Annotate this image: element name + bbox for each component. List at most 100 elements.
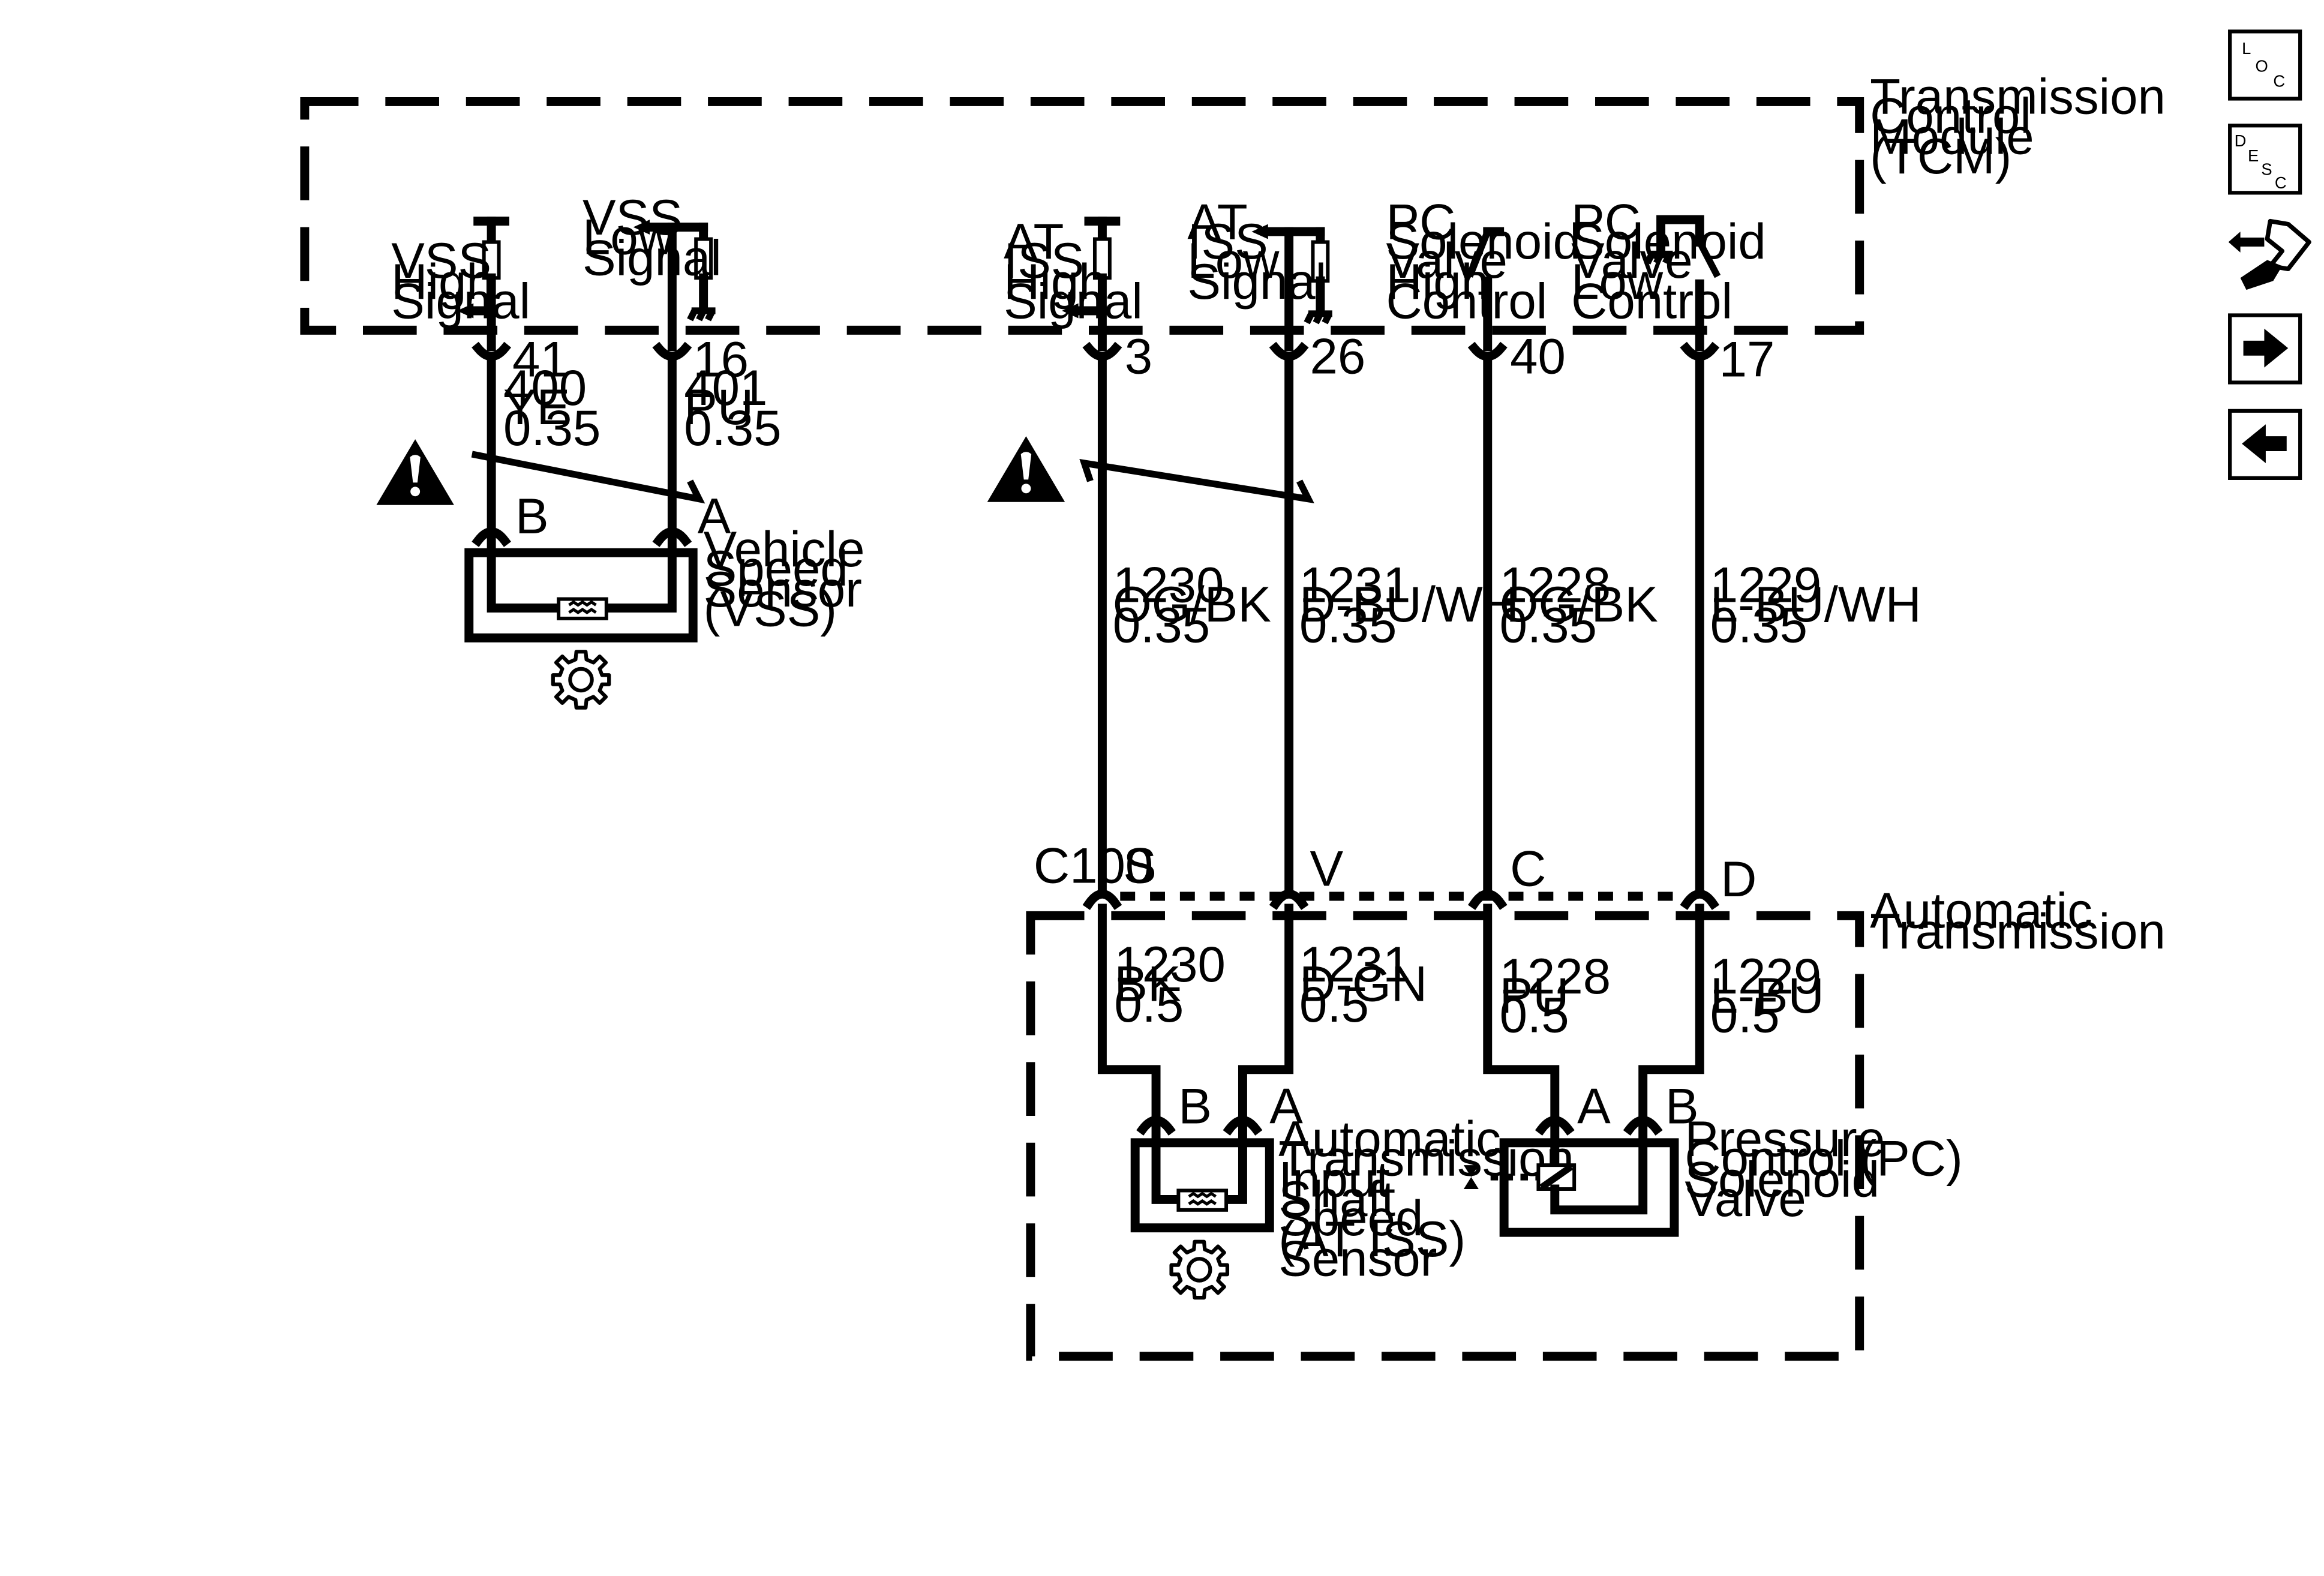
svg-text:Solenoid: Solenoid: [1571, 214, 1766, 269]
svg-text:0.35: 0.35: [1710, 598, 1807, 653]
pin-26-label: 26: [1310, 329, 1365, 385]
wire-1228-upper-label: 1228 OG/BK 0.35: [1500, 557, 1658, 653]
pc-solenoid-name: Pressure Control (PC) Solenoid Valve: [1685, 1111, 1962, 1227]
at-iss-sensor: [1130, 1116, 1274, 1298]
at-iss-pin-b-label: B: [1178, 1078, 1212, 1134]
svg-text:Input: Input: [1278, 1151, 1389, 1207]
at-iss-high-label: AT ISS High Signal: [1004, 214, 1143, 329]
svg-text:Solenoid: Solenoid: [1386, 214, 1581, 269]
wire-1230-upper-label: 1230 OG/BK 0.35: [1113, 557, 1271, 653]
svg-text:L-BU: L-BU: [1710, 968, 1824, 1023]
svg-text:L-BU/WH: L-BU/WH: [1710, 577, 1921, 632]
svg-text:VSS: VSS: [391, 233, 491, 289]
svg-text:OG/BK: OG/BK: [1113, 577, 1271, 632]
at-iss-low-label: AT ISS Low Signal: [1187, 194, 1326, 310]
svg-text:Control: Control: [1571, 273, 1733, 329]
pc-housing: [1499, 1138, 1679, 1237]
ground-icon: [1644, 250, 1673, 265]
c100-pin-c: [1467, 889, 1508, 910]
forward-button[interactable]: [2228, 313, 2302, 385]
loc-button[interactable]: L O C: [2228, 29, 2302, 101]
svg-text:Transmission: Transmission: [1870, 903, 2166, 959]
svg-text:E: E: [2248, 146, 2259, 165]
twisted-pair-marker: [1079, 458, 1314, 503]
c100-pin-s-label: S: [1123, 838, 1157, 894]
vss-pin-a-label: A: [698, 488, 731, 544]
pulldown-resistor: [1311, 240, 1330, 283]
lower-wires: [1097, 903, 1704, 1119]
svg-text:1229: 1229: [1710, 557, 1822, 613]
svg-text:0.35: 0.35: [1500, 598, 1597, 653]
at-boundary: [1026, 911, 1864, 1361]
svg-text:(TCM): (TCM): [1870, 128, 2011, 184]
svg-text:Sensor: Sensor: [1278, 1230, 1437, 1286]
at-iss-name: Automatic Transmission Input Shaft Speed…: [1278, 1111, 1574, 1286]
svg-text:PC: PC: [1386, 194, 1455, 250]
svg-text:Signal: Signal: [1187, 254, 1326, 310]
c100-pin-v-label: V: [1310, 841, 1343, 897]
svg-text:OG/BK: OG/BK: [1500, 577, 1658, 632]
svg-text:Signal: Signal: [391, 273, 530, 329]
svg-text:Transmission: Transmission: [1870, 68, 2166, 124]
svg-text:0.5: 0.5: [1500, 987, 1569, 1043]
svg-text:C: C: [2275, 173, 2287, 192]
svg-text:1230: 1230: [1113, 557, 1224, 613]
at-iss-housing: [1130, 1138, 1274, 1233]
vss-name: Vehicle Speed Sensor (VSS): [704, 521, 865, 637]
c100-connector: [1082, 889, 1720, 910]
wire-1229-upper-label: 1229 L-BU/WH 0.35: [1710, 557, 1921, 653]
svg-text:High: High: [1004, 254, 1107, 310]
svg-text:0.5: 0.5: [1299, 977, 1369, 1032]
svg-text:1228: 1228: [1500, 557, 1611, 613]
at-label: Automatic Transmission: [1870, 882, 2166, 959]
pulldown-resistor: [694, 237, 713, 280]
svg-text:High: High: [1386, 254, 1489, 310]
svg-text:Low: Low: [1187, 233, 1280, 289]
ground-icon: [687, 307, 716, 322]
c100-pin-d-label: D: [1721, 851, 1756, 907]
pin-40-label: 40: [1510, 329, 1566, 385]
pc-pin-a-label: A: [1577, 1078, 1611, 1134]
connector-tool-button[interactable]: [2228, 218, 2311, 290]
c100-pin-s: [1082, 889, 1122, 910]
vss-high-label: VSS High Signal: [391, 233, 530, 329]
wire-1231-lower-label: 1231 D-GN 0.5: [1299, 936, 1427, 1032]
svg-text:D: D: [2235, 131, 2247, 150]
vss-sensor: [464, 527, 698, 708]
wire-1231-upper-label: 1231 D-BU/WH 0.35: [1299, 557, 1519, 653]
svg-text:Sensor: Sensor: [704, 562, 862, 617]
svg-text:VSS: VSS: [582, 190, 683, 245]
wire-1228-lower-label: 1228 PU 0.5: [1500, 948, 1611, 1043]
svg-text:Signal: Signal: [1004, 273, 1143, 329]
pin-17-label: 17: [1719, 332, 1775, 388]
svg-text:Pressure: Pressure: [1685, 1111, 1885, 1167]
vss-low-circuit: [633, 220, 716, 531]
svg-text:AT: AT: [1187, 194, 1247, 250]
desc-icon: [2228, 124, 2302, 195]
pin-41-label: 41: [512, 332, 568, 388]
connector-tool-icon: [2228, 218, 2311, 290]
svg-text:1230: 1230: [1114, 936, 1226, 992]
svg-text:(VSS): (VSS): [704, 581, 837, 637]
pc-pin-b-label: B: [1665, 1078, 1699, 1134]
caution-icon: [987, 436, 1065, 502]
pc-solenoid: [1463, 1116, 1679, 1237]
svg-text:Automatic: Automatic: [1870, 882, 2092, 938]
svg-text:Valve: Valve: [1386, 233, 1507, 289]
gear-icon: [1172, 1242, 1227, 1298]
c100-pin-v: [1269, 889, 1309, 910]
desc-button[interactable]: D E S C: [2228, 124, 2302, 195]
vss-high-circuit: [457, 217, 512, 531]
svg-text:Valve: Valve: [1685, 1171, 1806, 1227]
svg-text:BK: BK: [1114, 956, 1181, 1011]
twisted-pair-marker: [471, 451, 705, 504]
svg-text:0.35: 0.35: [684, 400, 781, 456]
ground-icon: [1304, 310, 1332, 325]
c100-pin-c-label: C: [1510, 841, 1546, 897]
back-button[interactable]: [2228, 409, 2302, 480]
pc-low-label: PC Solenoid Valve Low Control: [1571, 194, 1766, 329]
svg-text:Low: Low: [582, 209, 675, 265]
at-iss-pin-a-label: A: [1269, 1078, 1303, 1134]
c100-label: C100: [1034, 838, 1153, 894]
